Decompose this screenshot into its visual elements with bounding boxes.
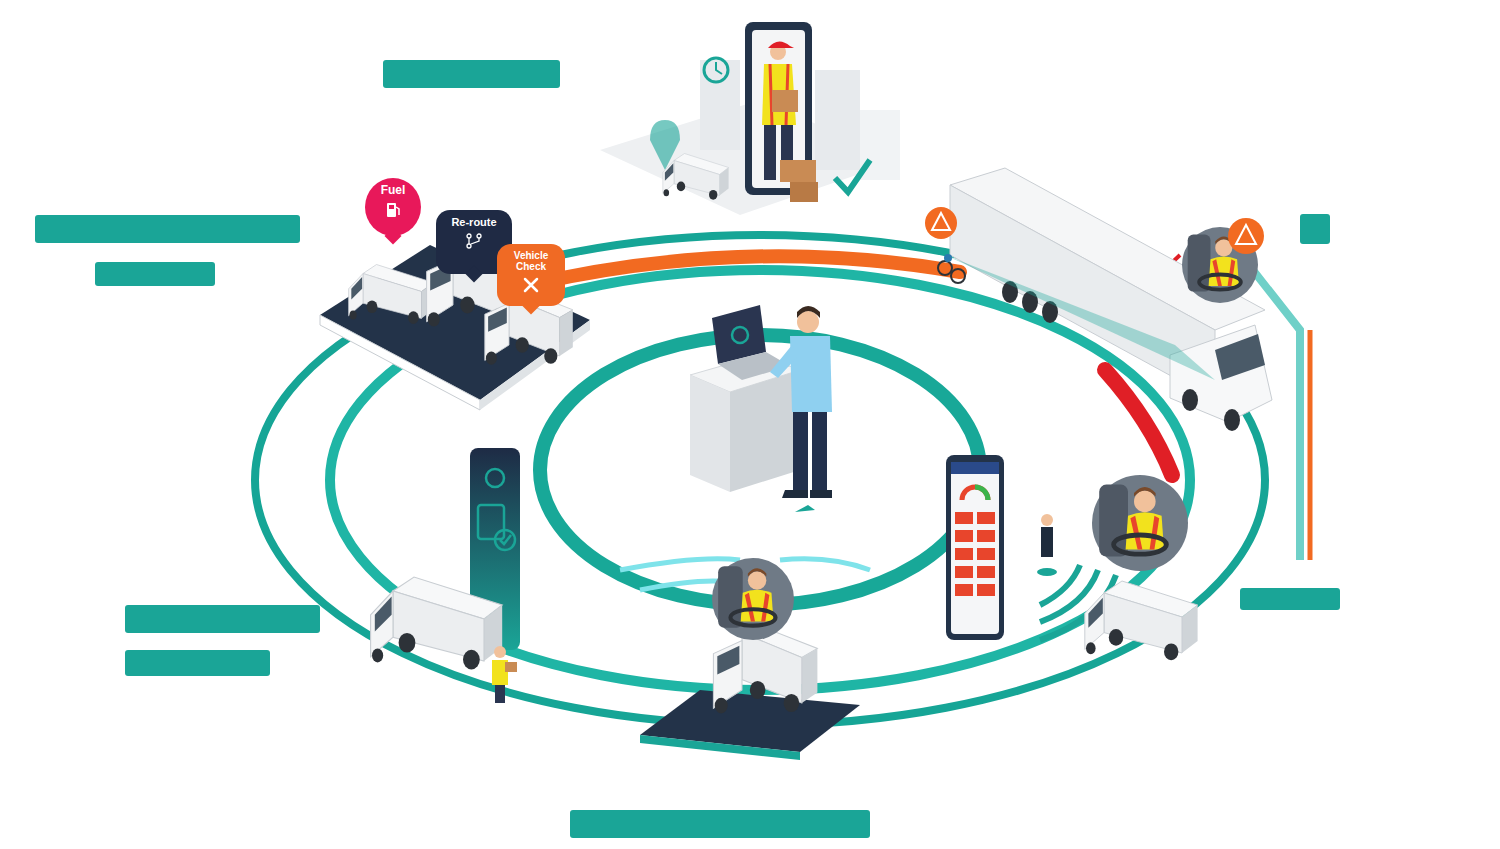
checklist-phone: [371, 448, 520, 703]
heading-block: [35, 60, 1340, 838]
vehicle-check-bubble: Vehicle Check: [497, 244, 565, 306]
bubble-label: Fuel: [381, 184, 406, 197]
tools-icon: [521, 276, 541, 294]
fuel-icon: [383, 201, 403, 219]
delivery-scene: [600, 22, 900, 215]
bubble-label: Vehicle Check: [501, 250, 561, 272]
operator-desk: [690, 305, 832, 512]
phone-platform: [640, 558, 860, 760]
route-icon: [464, 232, 484, 250]
dashboard-phone: [946, 455, 1198, 660]
bubble-label: Re-route: [451, 216, 496, 228]
fuel-bubble: Fuel: [365, 178, 421, 236]
semi-truck: [925, 168, 1272, 431]
